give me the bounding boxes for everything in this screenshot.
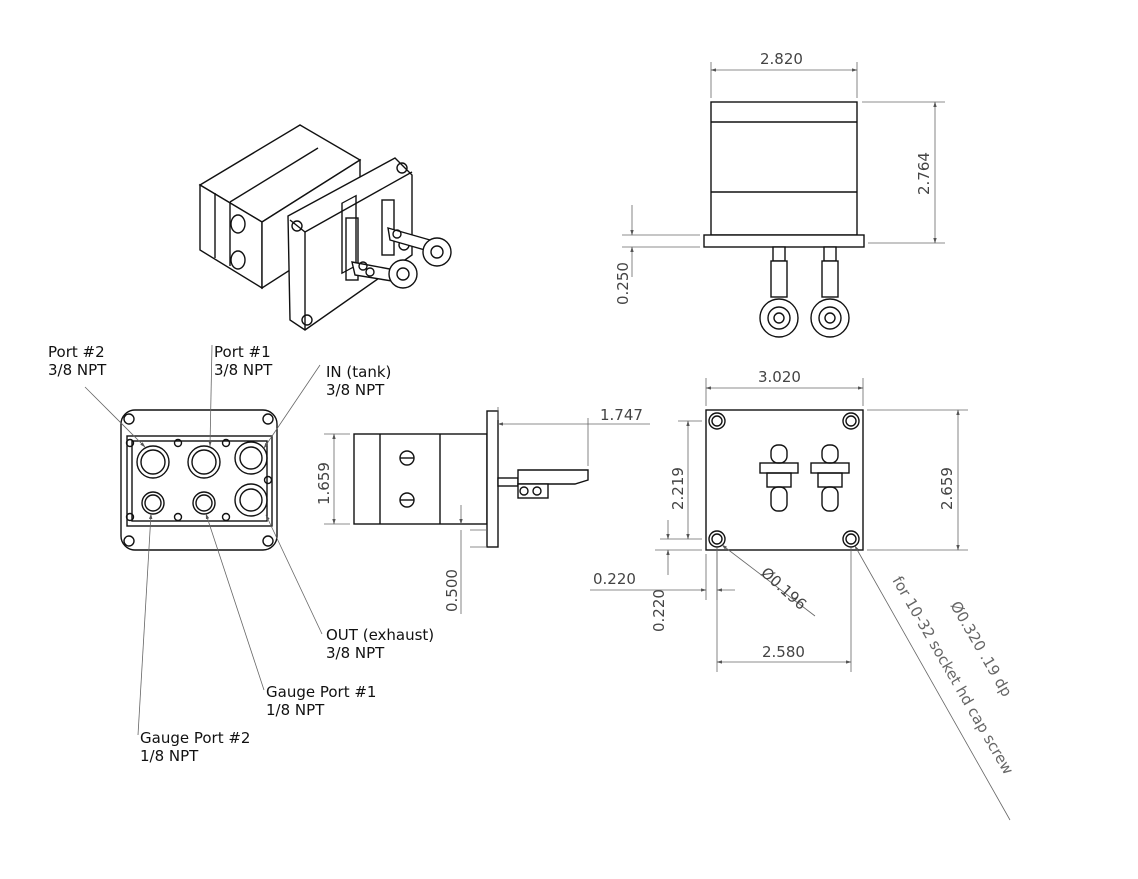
- port-view: Port #2 3/8 NPT Port #1 3/8 NPT IN (tank…: [48, 343, 434, 765]
- dim-hole-spacing: 2.580: [762, 643, 805, 661]
- top-view: 2.820 2.764 0.250: [614, 50, 945, 338]
- dim-hole-x: 0.220: [593, 570, 636, 588]
- dim-side-offset: 1.747: [600, 406, 643, 424]
- port2-label: Port #2: [48, 343, 105, 361]
- dim-front-width: 3.020: [758, 368, 801, 386]
- gauge1-label: Gauge Port #1: [266, 683, 376, 701]
- dim-top-height: 2.764: [915, 152, 933, 195]
- dim-hole-y: 0.220: [650, 589, 668, 632]
- dim-front-height: 2.659: [938, 467, 956, 510]
- in-tank-label: IN (tank): [326, 363, 391, 381]
- dim-small-hole: Ø0.196: [757, 564, 810, 614]
- port1-size: 3/8 NPT: [214, 361, 273, 379]
- gauge2-size: 1/8 NPT: [140, 747, 199, 765]
- dim-front-inner: 2.219: [669, 467, 687, 510]
- port1-label: Port #1: [214, 343, 271, 361]
- dim-top-width: 2.820: [760, 50, 803, 68]
- out-exhaust-size: 3/8 NPT: [326, 644, 385, 662]
- dim-side-height: 1.659: [315, 462, 333, 505]
- port2-size: 3/8 NPT: [48, 361, 107, 379]
- dim-side-bottom: 0.500: [443, 569, 461, 612]
- side-view: 1.747 1.659 0.500: [315, 406, 650, 614]
- mounting-view: 3.020 2.659 2.219 0.220 0.220 2.580 Ø0.1…: [590, 368, 1017, 821]
- dim-top-flange: 0.250: [614, 262, 632, 305]
- out-exhaust-label: OUT (exhaust): [326, 626, 434, 644]
- in-tank-size: 3/8 NPT: [326, 381, 385, 399]
- gauge1-size: 1/8 NPT: [266, 701, 325, 719]
- gauge2-label: Gauge Port #2: [140, 729, 250, 747]
- isometric-view: [198, 124, 452, 331]
